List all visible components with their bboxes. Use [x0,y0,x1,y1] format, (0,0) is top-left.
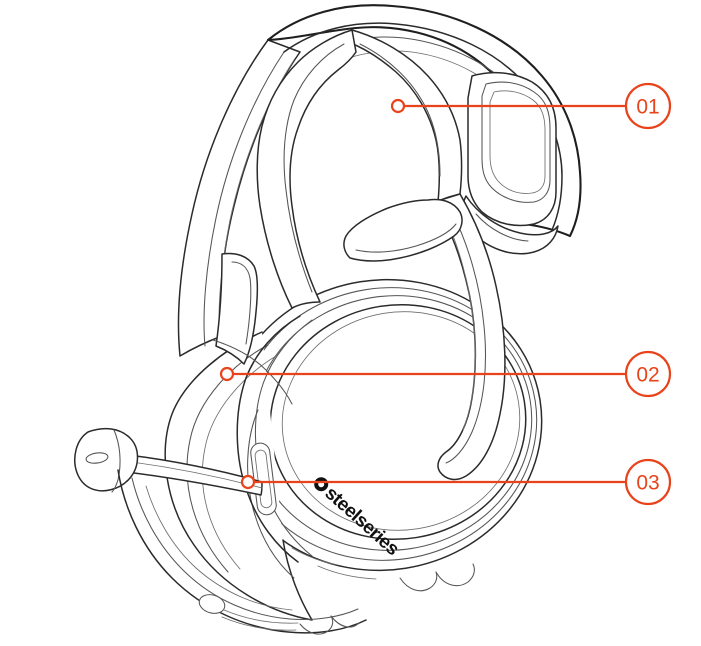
callout-03-anchor-dot [240,474,256,490]
hinge-bracket-body [343,198,463,262]
mic-boom [125,454,263,496]
ear-cup-rim-strip [236,315,301,563]
ear-cup-face-inner [281,311,521,531]
callout-02-label: 02 [636,364,659,387]
ear-cup-rim-strip-inner [254,319,313,557]
left-arm-seam [203,51,285,347]
headband-left-arm [177,39,301,405]
headband-slider-panel [461,71,559,255]
suspension-band [256,29,506,481]
headband-inner-edge [283,22,563,231]
lower-tail-inner [131,477,359,620]
headset-drawing: steelseries [74,4,582,635]
callout-02[interactable]: 02 [219,350,672,398]
lower-tail-inner-2 [145,485,293,611]
cup-hinge-bracket [343,198,463,262]
port-slot-lip [223,609,299,624]
suspension-band-seam [359,43,441,177]
port-slot-lip-2 [221,616,297,631]
slider-panel-lip-seam [475,213,529,242]
suspension-band-right-seam-1 [445,211,487,464]
ear-cup-nub-2 [435,563,475,587]
callout-01-anchor-dot [390,98,406,114]
suspension-band-body [347,29,463,203]
ear-cup-vent-2 [317,565,377,580]
suspension-band-left-seam [283,43,345,293]
ear-cup-back-edge [247,409,295,579]
suspension-band-right-seam-2 [443,213,476,431]
callout-02-anchor-dot [219,366,235,382]
retractable-microphone [74,427,263,496]
slider-panel-window-inner [489,90,546,194]
ear-cup-nub-1 [399,571,438,592]
ear-cup-barrel-seam-2 [202,355,277,570]
left-arm-body [177,39,301,357]
lower-tail-nub-2 [330,615,360,628]
mic-capsule-seam [111,429,121,493]
left-yoke-inner [231,261,252,345]
mic-pickup-slot [85,452,109,464]
callout-02-circle[interactable] [624,350,672,398]
ear-cup-vent-1 [291,547,339,566]
callout-03-circle[interactable] [624,458,672,506]
callout-01-label: 01 [636,96,659,119]
callout-01[interactable]: 01 [390,82,672,130]
left-yoke-tail [212,339,293,405]
callout-03[interactable]: 03 [240,458,672,506]
port-slot [198,594,226,614]
lower-tail-nub-1 [299,615,334,635]
headband-lower-tail [117,469,367,635]
hinge-bracket-seam [355,223,457,253]
suspension-band-left-leg [256,29,357,309]
callout-01-circle[interactable] [624,82,672,130]
callout-03-label: 03 [636,472,659,495]
slider-panel-window [481,81,551,203]
volume-wheel-slot-inner [254,449,273,509]
ear-cup-barrel-seam-1 [186,344,269,573]
slider-panel-outer [467,71,557,227]
